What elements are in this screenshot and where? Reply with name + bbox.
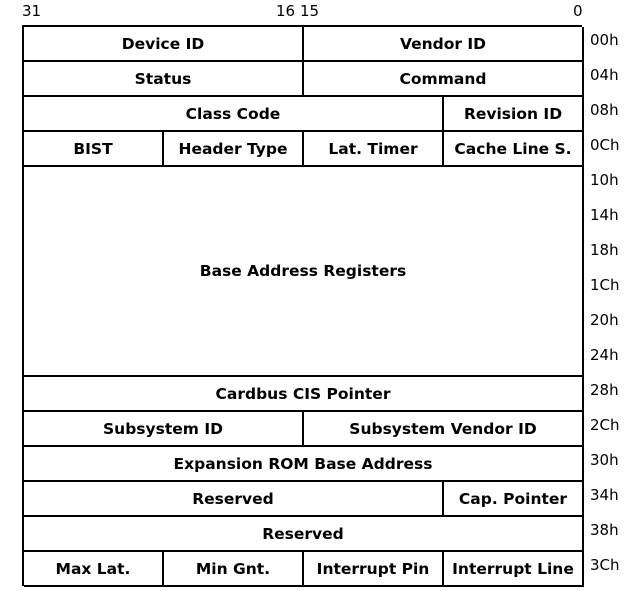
offset-label: 30h — [590, 451, 619, 469]
offset-label: 38h — [590, 521, 619, 539]
cap-pointer-field: Cap. Pointer — [444, 482, 584, 517]
offset-label: 34h — [590, 486, 619, 504]
revision-id-field: Revision ID — [444, 97, 584, 132]
bit-label-15: 15 — [300, 2, 320, 20]
subsystem-id-field: Subsystem ID — [24, 412, 304, 447]
offset-label: 18h — [590, 241, 619, 259]
bit-label-31: 31 — [22, 2, 42, 20]
offset-label: 20h — [590, 311, 619, 329]
header-type-field: Header Type — [164, 132, 304, 167]
offset-label: 04h — [590, 66, 619, 84]
interrupt-pin-field: Interrupt Pin — [304, 552, 444, 587]
lat-timer-field: Lat. Timer — [304, 132, 444, 167]
base-address-registers-field: Base Address Registers — [24, 167, 584, 377]
bist-field: BIST — [24, 132, 164, 167]
offset-label: 1Ch — [590, 276, 620, 294]
reserved-field-2: Reserved — [24, 517, 584, 552]
offset-label: 28h — [590, 381, 619, 399]
cache-line-size-field: Cache Line S. — [444, 132, 584, 167]
bit-label-0: 0 — [573, 2, 583, 20]
offset-label: 3Ch — [590, 556, 620, 574]
expansion-rom-base-address-field: Expansion ROM Base Address — [24, 447, 584, 482]
bit-label-16: 16 — [276, 2, 296, 20]
pci-config-header-table: Device ID Vendor ID Status Command Class… — [22, 25, 584, 587]
offset-label: 2Ch — [590, 416, 620, 434]
class-code-field: Class Code — [24, 97, 444, 132]
offset-label: 08h — [590, 101, 619, 119]
status-field: Status — [24, 62, 304, 97]
offset-label: 24h — [590, 346, 619, 364]
vendor-id-field: Vendor ID — [304, 27, 584, 62]
offset-label: 10h — [590, 171, 619, 189]
interrupt-line-field: Interrupt Line — [444, 552, 584, 587]
reserved-field-1: Reserved — [24, 482, 444, 517]
offset-label: 0Ch — [590, 136, 620, 154]
offset-label: 14h — [590, 206, 619, 224]
offset-label: 00h — [590, 31, 619, 49]
max-lat-field: Max Lat. — [24, 552, 164, 587]
device-id-field: Device ID — [24, 27, 304, 62]
command-field: Command — [304, 62, 584, 97]
cardbus-cis-pointer-field: Cardbus CIS Pointer — [24, 377, 584, 412]
min-gnt-field: Min Gnt. — [164, 552, 304, 587]
subsystem-vendor-id-field: Subsystem Vendor ID — [304, 412, 584, 447]
